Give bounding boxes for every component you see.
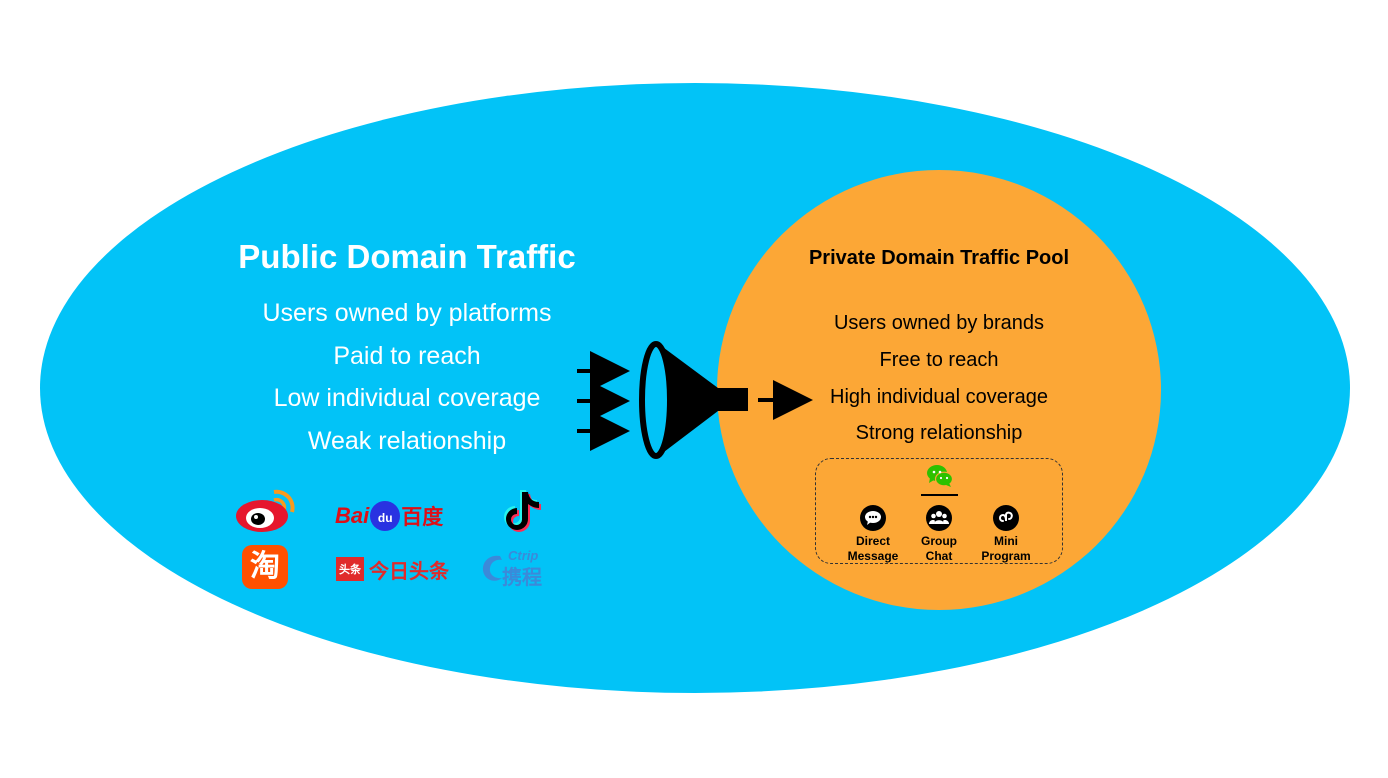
baidu-logo: Bai du 百度 bbox=[335, 500, 443, 532]
feature-label: Direct Message bbox=[847, 534, 899, 563]
private-domain-item: Strong relationship bbox=[855, 422, 1023, 444]
public-domain-item: Weak relationship bbox=[307, 427, 507, 455]
private-domain-title: Private Domain Traffic Pool bbox=[808, 247, 1070, 269]
baidu-paw-icon: du bbox=[370, 501, 401, 531]
group-icon bbox=[926, 505, 952, 531]
tiktok-logo bbox=[504, 490, 541, 532]
wechat-divider bbox=[921, 494, 958, 496]
funnel-icon bbox=[639, 341, 748, 459]
baidu-cn-text: 百度 bbox=[401, 505, 444, 529]
feature-group-chat: Group Chat bbox=[899, 505, 979, 564]
wechat-icon bbox=[927, 465, 954, 487]
feature-label: Group Chat bbox=[921, 534, 957, 563]
chat-bubble-icon bbox=[860, 505, 886, 531]
ctrip-dolphin-icon bbox=[482, 555, 502, 581]
public-domain-item: Low individual coverage bbox=[273, 384, 541, 412]
ctrip-cn-text: 携程 bbox=[502, 565, 542, 589]
taobao-logo: 淘 bbox=[242, 545, 288, 589]
taobao-logo-text: 淘 bbox=[250, 549, 280, 584]
toutiao-logo: 头条 今日头条 bbox=[336, 556, 449, 583]
toutiao-badge: 头条 bbox=[336, 557, 364, 581]
wechat-features-box bbox=[815, 458, 1063, 564]
baidu-du-text: du bbox=[377, 511, 393, 525]
public-domain-item: Users owned by platforms bbox=[262, 299, 552, 327]
private-domain-item: High individual coverage bbox=[830, 386, 1048, 408]
feature-direct-message: Direct Message bbox=[833, 505, 913, 564]
ctrip-latin-text: Ctrip bbox=[508, 548, 539, 563]
baidu-latin-text: Bai bbox=[335, 503, 370, 528]
private-domain-item: Users owned by brands bbox=[833, 312, 1045, 334]
feature-label: Mini Program bbox=[981, 534, 1031, 563]
input-arrows bbox=[577, 351, 630, 451]
public-domain-title: Public Domain Traffic bbox=[238, 238, 576, 275]
weibo-logo bbox=[236, 489, 295, 532]
feature-mini-program: Mini Program bbox=[966, 505, 1046, 564]
public-domain-item: Paid to reach bbox=[333, 342, 481, 370]
mini-program-icon bbox=[993, 505, 1019, 531]
toutiao-text: 今日头条 bbox=[369, 558, 449, 583]
ctrip-logo: Ctrip 携程 bbox=[478, 548, 568, 589]
private-domain-item: Free to reach bbox=[879, 349, 999, 371]
